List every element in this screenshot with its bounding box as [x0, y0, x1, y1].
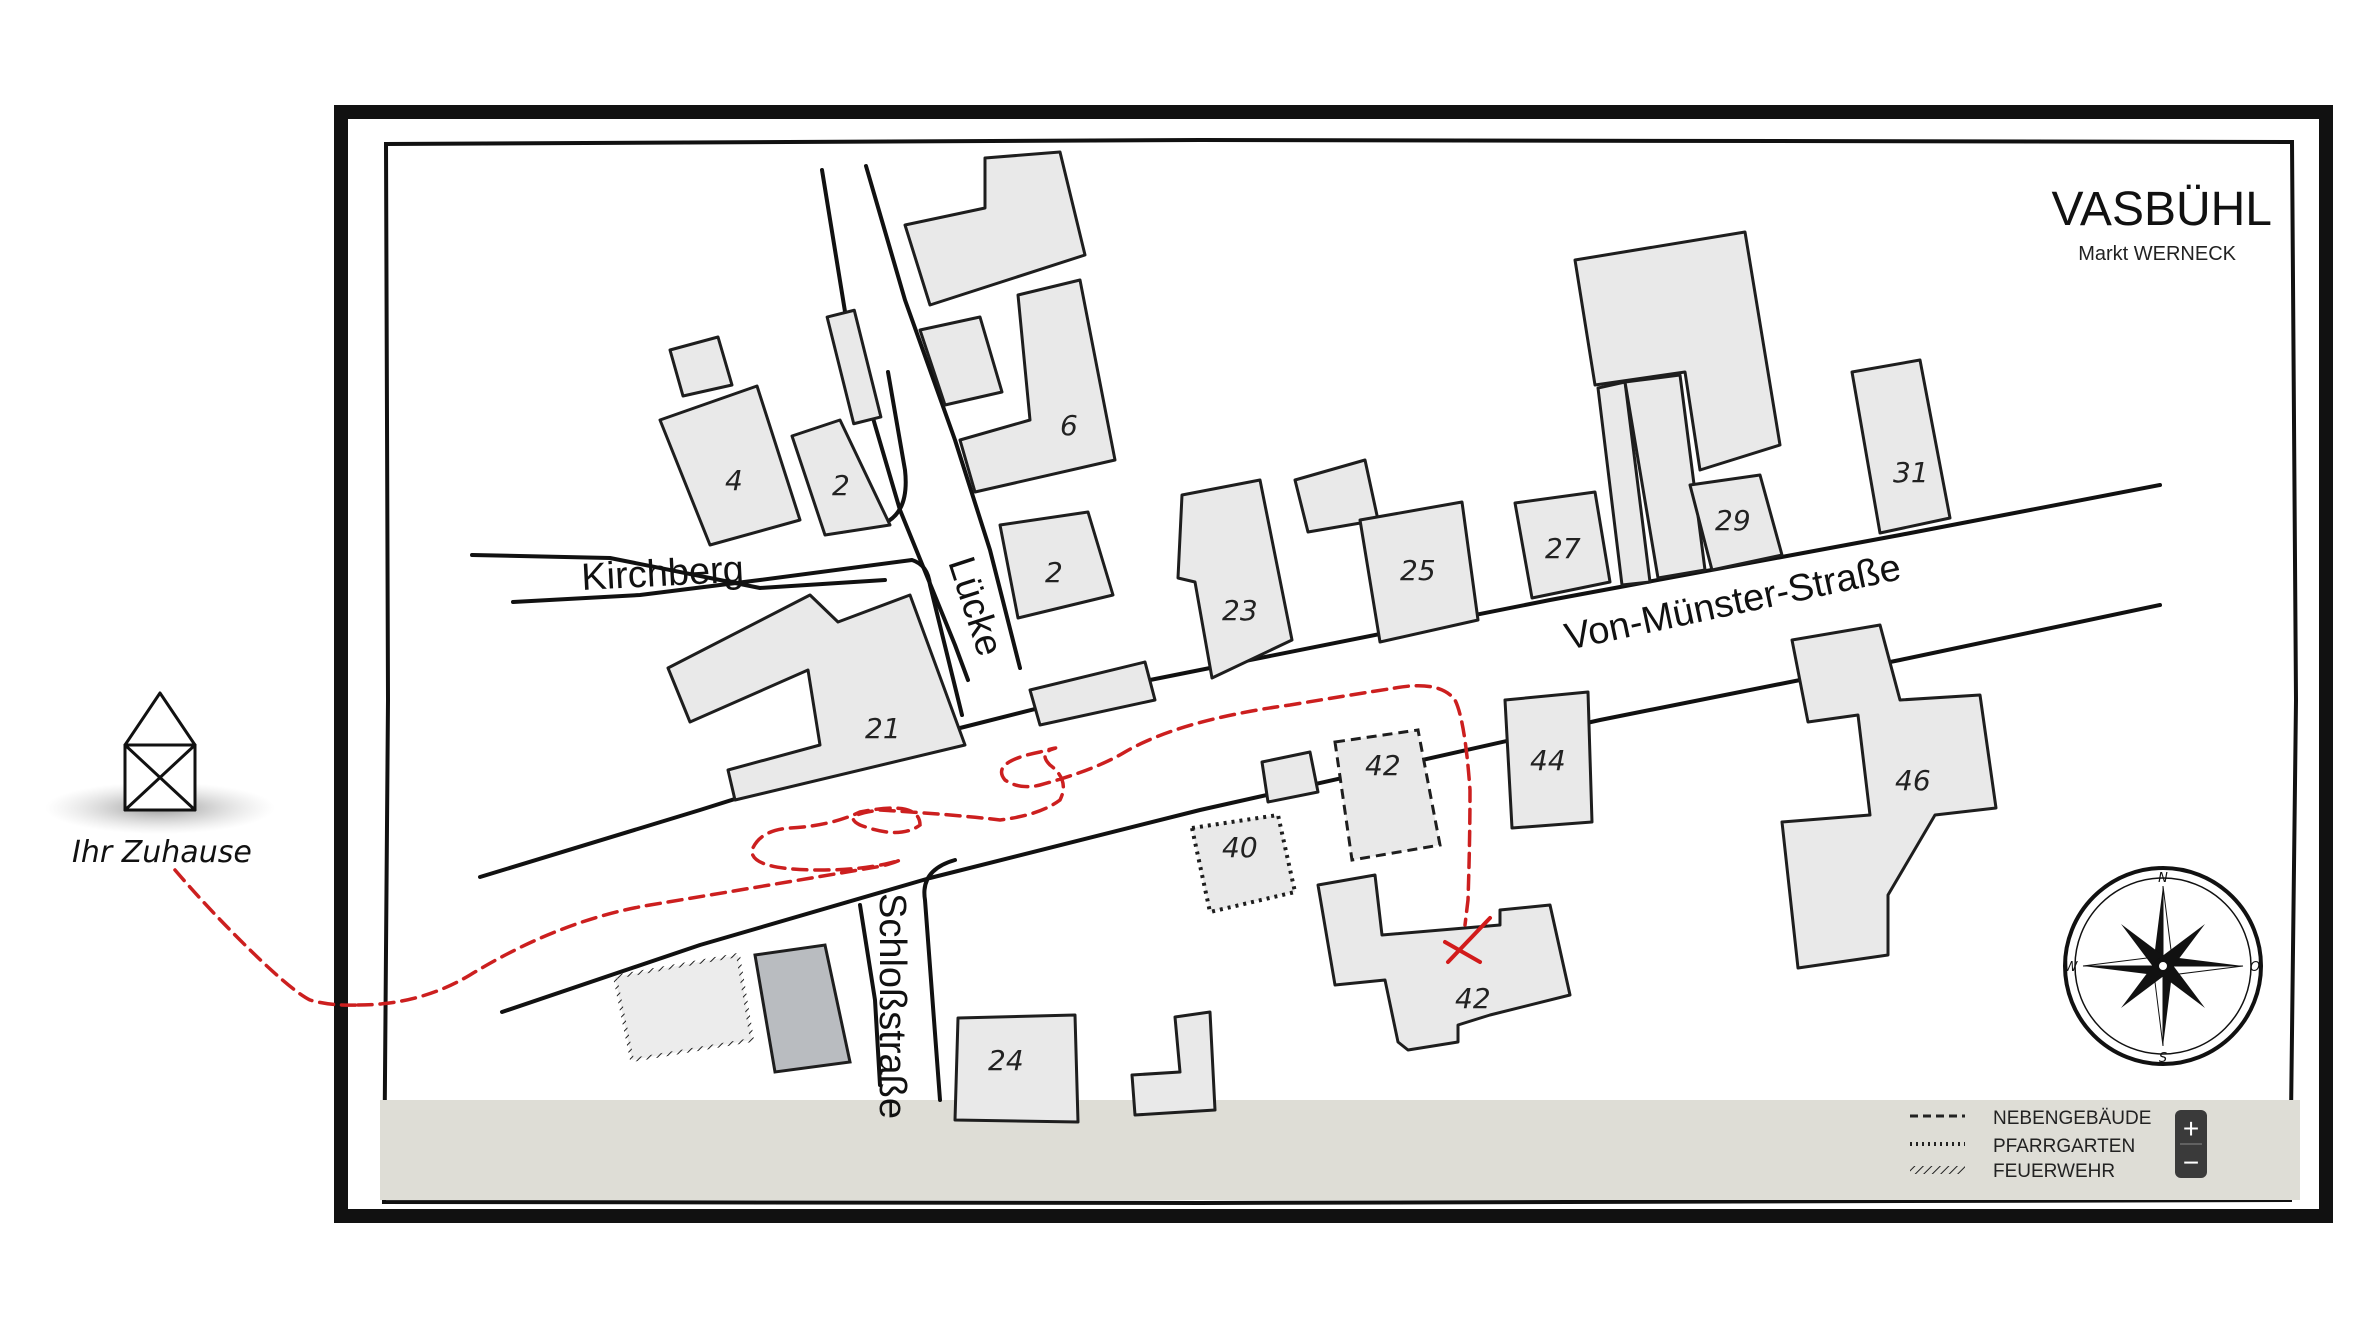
- compass-east-label: O: [2250, 960, 2260, 975]
- buildings: [612, 150, 1998, 1124]
- house-number-40: 40: [1222, 831, 1258, 864]
- house-number-4: 4: [725, 464, 743, 497]
- house-number-24: 24: [988, 1044, 1024, 1077]
- map-footer-band: [380, 1100, 2300, 1200]
- house-number-42: 42: [1455, 982, 1491, 1015]
- house-number-46: 46: [1895, 764, 1931, 797]
- legend-label-nebengebaeude: NEBENGEBÄUDE: [1993, 1108, 2151, 1129]
- house-number-2: 2: [832, 469, 850, 502]
- page-title: VASBÜHL: [2051, 183, 2272, 236]
- route-path-home: [173, 868, 360, 1007]
- house-number-31: 31: [1893, 456, 1929, 489]
- street-label-schlossstrasse: Schloßstraße: [871, 893, 913, 1119]
- zoom-control[interactable]: + −: [2175, 1110, 2207, 1178]
- house-number-2: 2: [1045, 556, 1063, 589]
- house-number-42: 42: [1365, 749, 1401, 782]
- legend: NEBENGEBÄUDE PFARRGARTEN FEUERWEHR: [1910, 1108, 2151, 1182]
- zoom-in-button[interactable]: +: [2183, 1113, 2199, 1144]
- house-number-21: 21: [865, 712, 901, 745]
- legend-label-feuerwehr: FEUERWEHR: [1993, 1161, 2115, 1182]
- house-icon: [123, 691, 197, 812]
- house-number-23: 23: [1222, 594, 1258, 627]
- street-label-kirchberg: Kirchberg: [580, 549, 745, 599]
- compass-north-label: N: [2158, 871, 2168, 886]
- house-number-27: 27: [1545, 532, 1581, 565]
- destination-marker-icon: [1443, 916, 1492, 964]
- route-path: [356, 684, 1472, 1007]
- legend-hatched-swatch: [1910, 1166, 1965, 1174]
- legend-label-pfarrgarten: PFARRGARTEN: [1993, 1136, 2135, 1157]
- house-number-25: 25: [1400, 554, 1436, 587]
- house-numbers: 4 2 6 2 21 23 25 27 29 31 44 46 42 40 42…: [725, 409, 1931, 1077]
- house-number-44: 44: [1530, 744, 1566, 777]
- home-label: Ihr Zuhause: [72, 835, 252, 870]
- compass-west-label: W: [2065, 960, 2079, 975]
- compass-rose-icon: N S W O: [2063, 866, 2263, 1066]
- page-subtitle: Markt WERNECK: [2078, 243, 2236, 265]
- house-number-6: 6: [1060, 409, 1078, 442]
- compass-south-label: S: [2159, 1051, 2167, 1066]
- zoom-out-button[interactable]: −: [2183, 1147, 2199, 1178]
- house-number-29: 29: [1715, 504, 1751, 537]
